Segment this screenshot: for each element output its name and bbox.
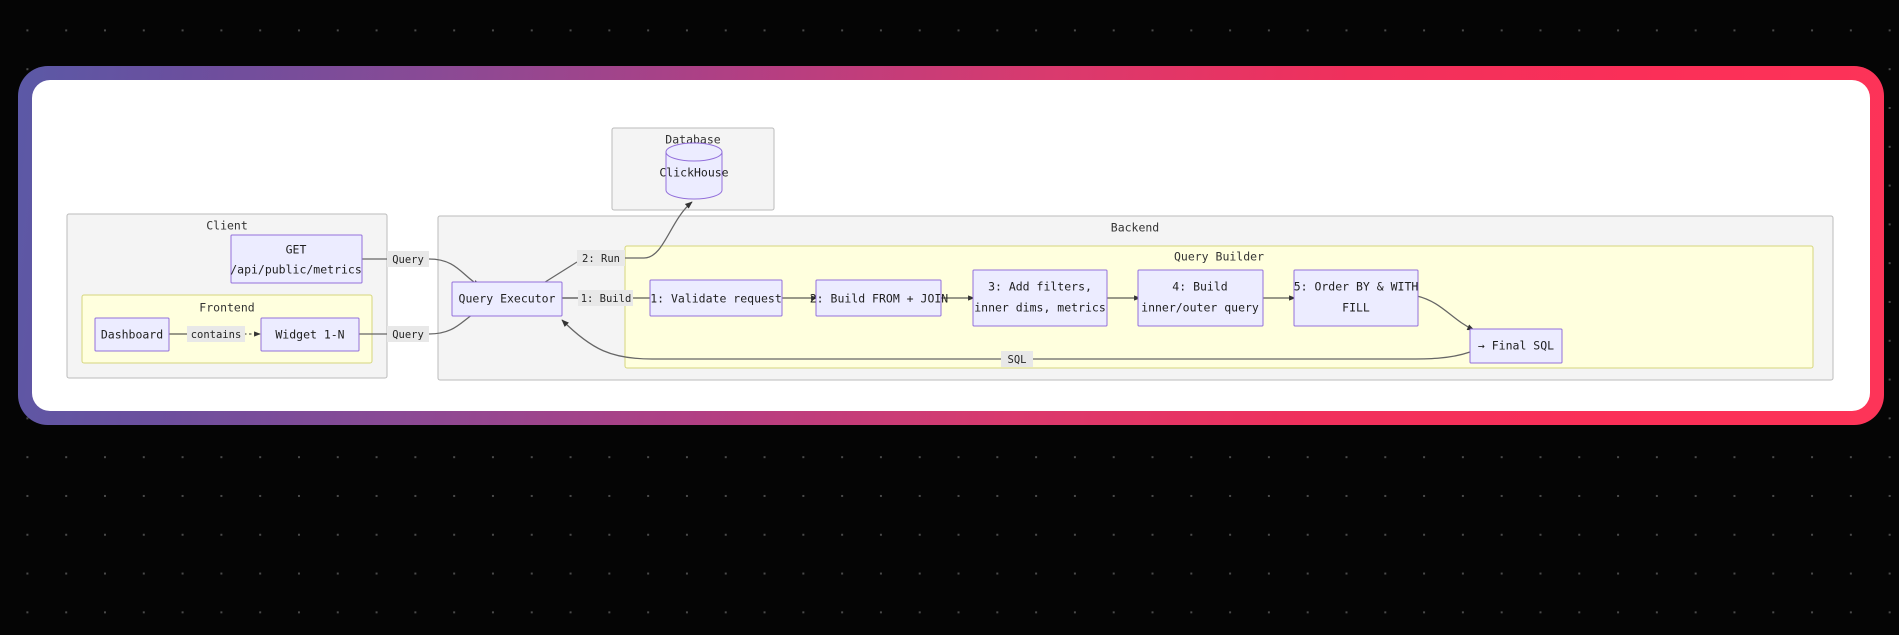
node-step-5-order-by-with-fill[interactable]: 5: Order BY & WITH FILL xyxy=(1293,269,1419,327)
diagram-card: Database Client Frontend Backend xyxy=(32,80,1870,411)
edge-label-build: 1: Build xyxy=(581,293,632,305)
node-clickhouse-label: ClickHouse xyxy=(659,166,728,180)
edge-executor-to-clickhouse: 2: Run xyxy=(541,201,693,285)
node-dashboard-label: Dashboard xyxy=(101,328,163,342)
cluster-client-label: Client xyxy=(206,219,248,233)
node-step-4-build-inner-outer-query[interactable]: 4: Build inner/outer query xyxy=(1137,269,1264,327)
node-step-4-label-line1: 4: Build xyxy=(1172,280,1227,294)
edge-label-query-top: Query xyxy=(392,254,424,266)
edge-label-run: 2: Run xyxy=(582,253,620,265)
node-step-3-label-line1: 3: Add filters, xyxy=(988,280,1092,294)
node-clickhouse[interactable]: ClickHouse xyxy=(659,142,729,200)
node-api-label-path: /api/public/metrics xyxy=(230,263,362,277)
node-widget[interactable]: Widget 1-N xyxy=(260,317,360,352)
node-step-5-label-line1: 5: Order BY & WITH xyxy=(1294,280,1419,294)
edge-widget-to-executor: Query xyxy=(359,309,481,342)
node-step-5-label-line2: FILL xyxy=(1342,301,1370,315)
edge-finalsql-to-executor: SQL xyxy=(561,319,1471,367)
node-step-1-label: 1: Validate request xyxy=(650,292,782,306)
node-step-4-label-line2: inner/outer query xyxy=(1141,301,1259,315)
edge-label-sql: SQL xyxy=(1008,354,1027,366)
node-final-sql[interactable]: → Final SQL xyxy=(1469,328,1563,364)
cluster-query-builder-label: Query Builder xyxy=(1174,250,1264,264)
edge-dashboard-to-widget: contains xyxy=(169,326,261,342)
node-step-3-label-line2: inner dims, metrics xyxy=(974,301,1106,315)
node-query-executor[interactable]: Query Executor xyxy=(451,281,563,317)
cluster-frontend-label: Frontend xyxy=(199,301,254,315)
gradient-frame: Database Client Frontend Backend xyxy=(18,66,1884,425)
node-step-2-build-from-join[interactable]: 2: Build FROM + JOIN xyxy=(810,279,949,317)
node-step-2-label: 2: Build FROM + JOIN xyxy=(810,292,949,306)
edge-executor-to-step1: 1: Build xyxy=(562,290,671,306)
node-query-executor-label: Query Executor xyxy=(459,292,556,306)
node-widget-label: Widget 1-N xyxy=(275,328,344,342)
cluster-database-label: Database xyxy=(665,133,720,147)
edge-label-query-bottom: Query xyxy=(392,329,424,341)
edge-label-contains: contains xyxy=(191,329,242,341)
node-api-endpoint[interactable]: GET /api/public/metrics xyxy=(230,234,363,284)
node-step-1-validate-request[interactable]: 1: Validate request xyxy=(649,279,783,317)
cluster-backend-label: Backend xyxy=(1111,221,1159,235)
node-dashboard[interactable]: Dashboard xyxy=(94,317,170,352)
edge-step5-to-finalsql xyxy=(1416,295,1475,331)
node-api-label-method: GET xyxy=(286,243,307,257)
diagram-svg: Database Client Frontend Backend xyxy=(66,127,1834,381)
node-final-sql-label: → Final SQL xyxy=(1478,339,1554,353)
node-step-3-add-filters[interactable]: 3: Add filters, inner dims, metrics xyxy=(972,269,1108,327)
